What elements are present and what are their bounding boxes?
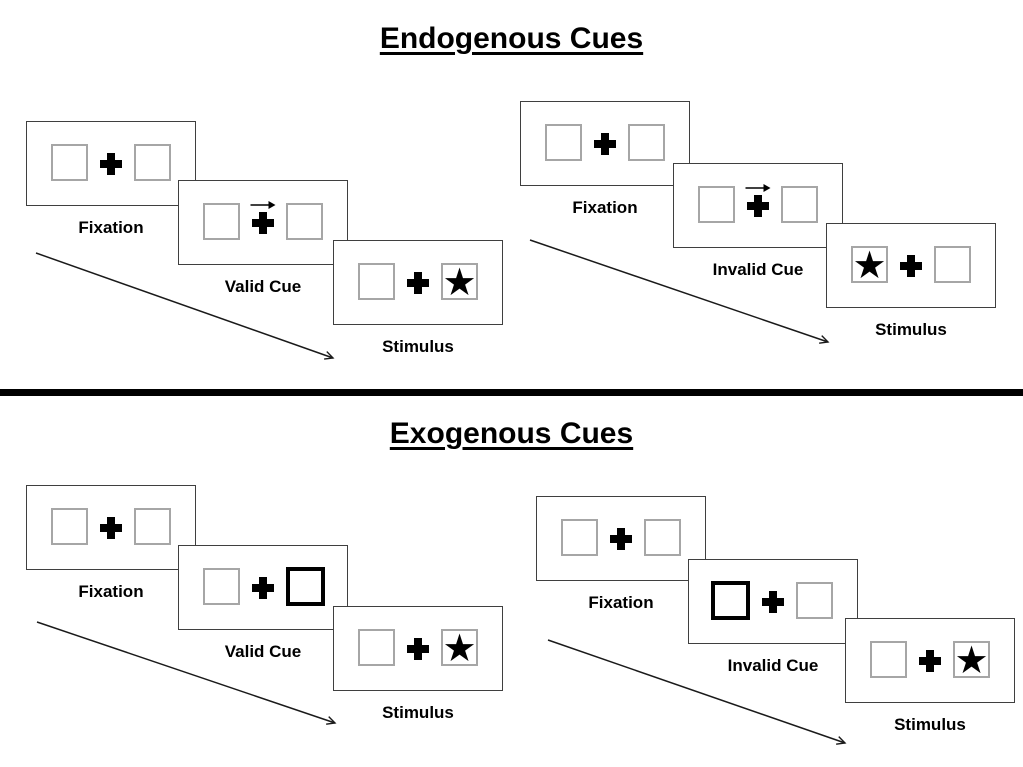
panel-valid-cue — [178, 545, 348, 630]
left-box: ★ — [851, 242, 888, 287]
right-box — [934, 246, 971, 283]
panel-label: Fixation — [588, 593, 654, 612]
left-box — [203, 203, 240, 240]
panel-valid-cue — [178, 180, 348, 265]
panel-stimulus: ★ — [845, 618, 1015, 703]
fixation-cross-icon — [594, 133, 616, 155]
fixation-cross-icon — [919, 650, 941, 672]
panel-fixation — [26, 121, 196, 206]
time-arrow — [529, 239, 830, 344]
time-arrow — [547, 639, 847, 745]
fixation-cross-icon — [252, 577, 274, 599]
panel-label: Invalid Cue — [727, 656, 819, 675]
cue-arrow-icon — [250, 201, 276, 209]
right-box: ★ — [441, 625, 478, 670]
target-star-icon: ★ — [442, 259, 477, 304]
panel-label: Valid Cue — [224, 642, 302, 661]
right-box: ★ — [953, 637, 990, 682]
left-box — [870, 641, 907, 678]
right-box — [134, 144, 171, 181]
left-box — [561, 519, 598, 556]
panel-stimulus: ★ — [333, 606, 503, 691]
left-box — [358, 629, 395, 666]
fixation-cross-icon — [407, 638, 429, 660]
fixation-cross-icon — [100, 153, 122, 175]
panel-label: Fixation — [78, 218, 144, 237]
section-title-endogenous: Endogenous Cues — [379, 22, 644, 55]
panel-stimulus: ★ — [333, 240, 503, 325]
right-box — [644, 519, 681, 556]
panel-label: Stimulus — [382, 337, 454, 356]
left-box — [545, 124, 582, 161]
right-box — [628, 124, 665, 161]
right-box — [781, 186, 818, 223]
left-box — [358, 263, 395, 300]
cue-box — [286, 567, 325, 606]
panel-invalid-cue — [673, 163, 843, 248]
right-box — [286, 203, 323, 240]
cue-box — [711, 581, 750, 620]
fixation-cross-icon — [610, 528, 632, 550]
panel-fixation — [26, 485, 196, 570]
time-arrow — [35, 252, 335, 360]
target-star-icon: ★ — [852, 242, 887, 287]
target-star-icon: ★ — [442, 625, 477, 670]
panel-label: Fixation — [78, 582, 144, 601]
panel-label: Fixation — [572, 198, 638, 217]
right-box — [796, 582, 833, 619]
fixation-cross-icon — [252, 212, 274, 234]
panel-fixation — [520, 101, 690, 186]
section-title-exogenous: Exogenous Cues — [389, 417, 634, 450]
target-star-icon: ★ — [954, 637, 989, 682]
time-arrow — [36, 621, 337, 725]
left-box — [698, 186, 735, 223]
right-box — [134, 508, 171, 545]
fixation-cross-icon — [762, 591, 784, 613]
left-box — [203, 568, 240, 605]
panel-stimulus: ★ — [826, 223, 996, 308]
fixation-cross-icon — [100, 517, 122, 539]
panel-fixation — [536, 496, 706, 581]
left-box — [51, 144, 88, 181]
fixation-cross-icon — [747, 195, 769, 217]
section-divider — [0, 389, 1023, 396]
panel-label: Valid Cue — [224, 277, 302, 296]
fixation-cross-icon — [407, 272, 429, 294]
panel-label: Stimulus — [894, 715, 966, 734]
panel-invalid-cue — [688, 559, 858, 644]
right-box: ★ — [441, 259, 478, 304]
cue-arrow-icon — [745, 184, 771, 192]
panel-label: Invalid Cue — [712, 260, 804, 279]
panel-label: Stimulus — [875, 320, 947, 339]
left-box — [51, 508, 88, 545]
panel-label: Stimulus — [382, 703, 454, 722]
fixation-cross-icon — [900, 255, 922, 277]
